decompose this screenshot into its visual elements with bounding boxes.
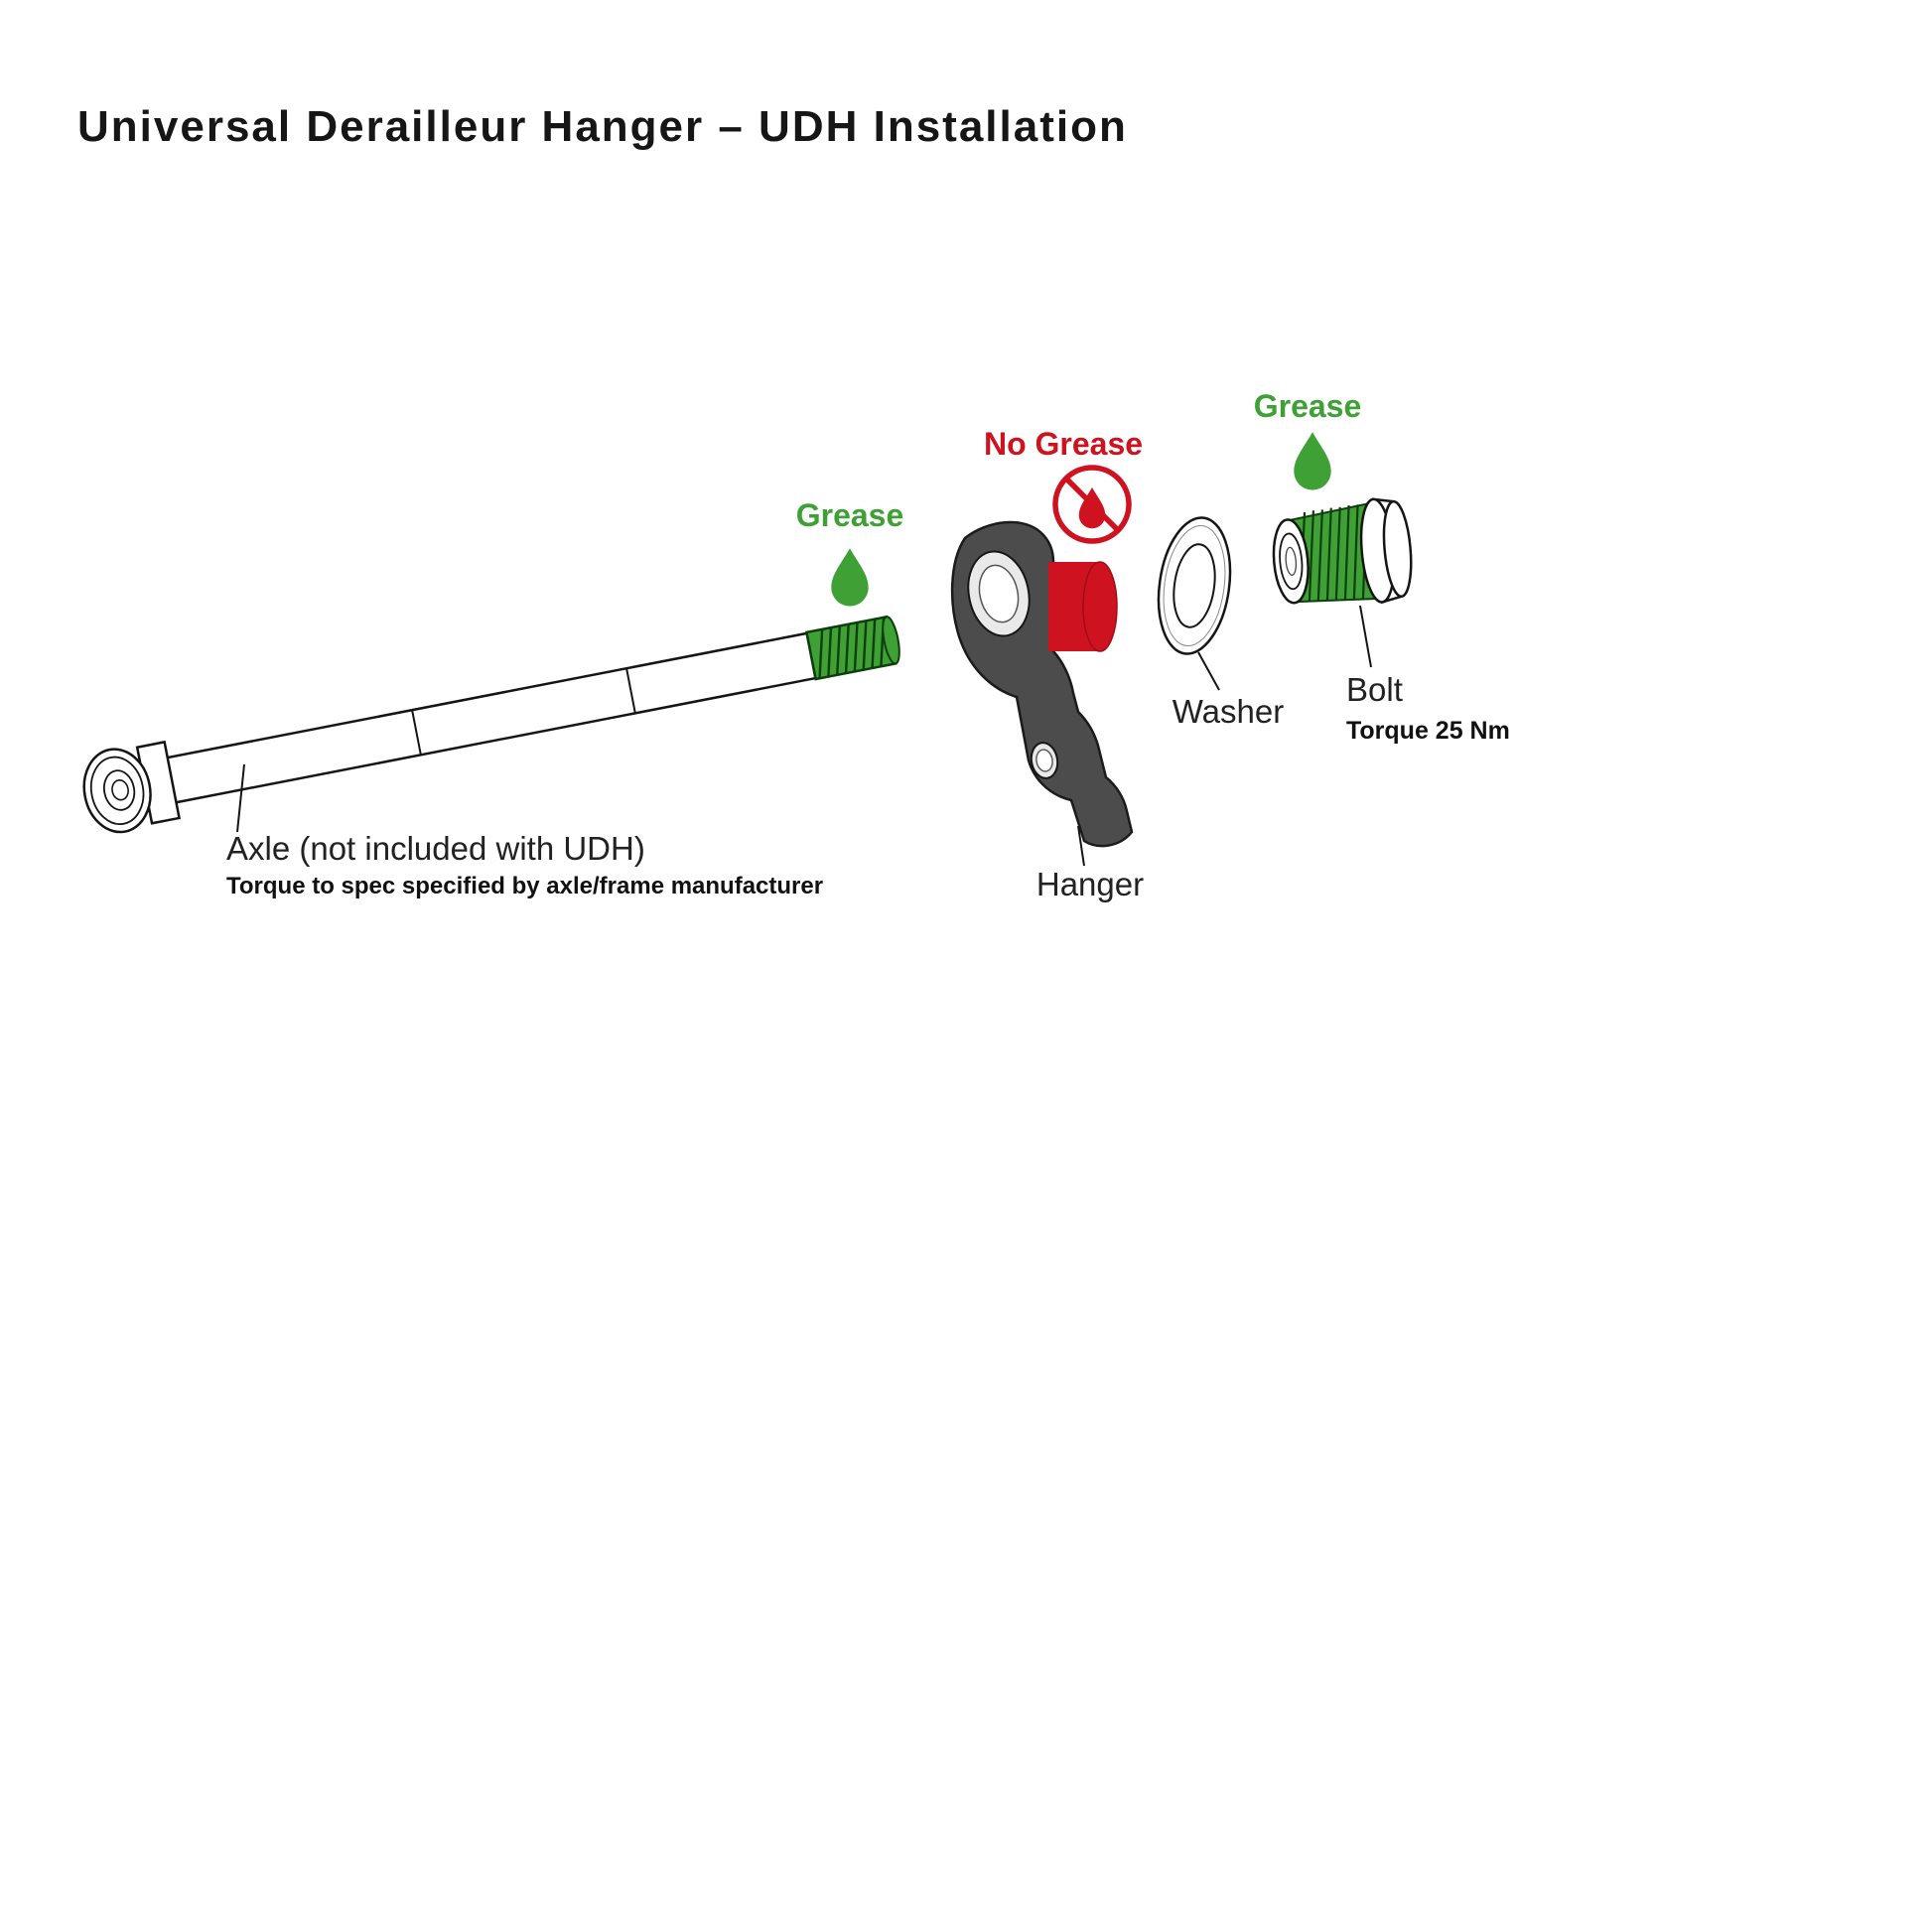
washer-leader-line <box>1197 651 1220 691</box>
axle-threads <box>805 615 900 681</box>
bolt-torque-label: Torque 25 Nm <box>1346 717 1510 745</box>
page-title: Universal Derailleur Hanger – UDH Instal… <box>77 102 1128 151</box>
hanger-axle-hole <box>967 550 1031 637</box>
no-grease-label: No Grease <box>984 426 1143 462</box>
hanger-label: Hanger <box>1036 866 1144 902</box>
grease-bolt-label: Grease <box>1254 388 1362 424</box>
bolt-socket-face <box>1272 518 1310 605</box>
grease-droplet-icon <box>1294 432 1331 490</box>
axle-leader-line <box>236 763 245 833</box>
axle-thread-hatch <box>818 617 886 679</box>
axle-shaft-joint <box>625 668 636 714</box>
bolt-illustration <box>1272 497 1413 605</box>
hanger-illustration <box>950 520 1134 848</box>
bolt-threads <box>1286 502 1377 604</box>
bolt-head <box>1359 497 1413 605</box>
axle-shaft <box>162 631 817 805</box>
axle-illustration <box>82 615 900 834</box>
hanger-leader-line <box>1077 825 1085 867</box>
axle-note: Torque to spec specified by axle/frame m… <box>226 873 823 899</box>
axle-label: Axle (not included with UDH) <box>226 830 645 867</box>
bolt-label: Bolt <box>1346 671 1403 708</box>
axle-shaft-joint <box>411 709 422 756</box>
grease-axle-label: Grease <box>796 497 904 533</box>
grease-droplet-icon <box>831 548 869 607</box>
washer-illustration <box>1157 516 1232 655</box>
axle-thread-tip <box>882 616 900 665</box>
hanger-no-grease-boss <box>1048 561 1118 652</box>
hanger-derailleur-hole <box>1030 742 1059 779</box>
axle-end-cap <box>82 748 152 834</box>
washer-label: Washer <box>1173 693 1284 730</box>
bolt-leader-line <box>1359 605 1372 668</box>
no-grease-icon <box>1052 465 1132 544</box>
